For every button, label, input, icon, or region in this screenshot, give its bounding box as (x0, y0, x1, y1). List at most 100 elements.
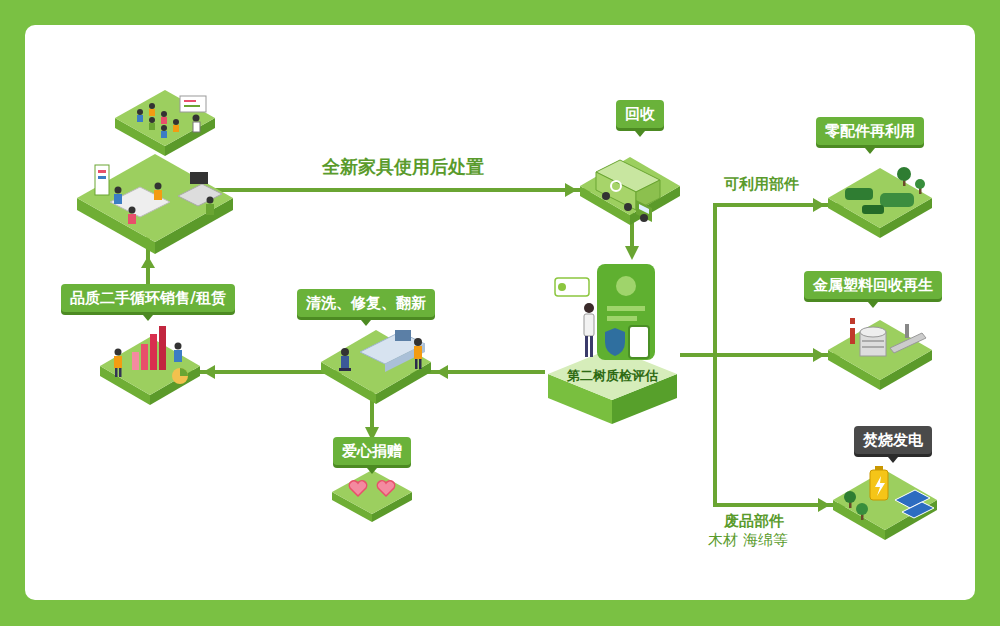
platform-art (616, 276, 636, 296)
power-generation (902, 502, 934, 518)
office-platform (77, 154, 233, 242)
training-room (193, 115, 200, 122)
label-text: 品质二手循环销售/租赁 (70, 288, 225, 308)
platform-art (555, 278, 589, 296)
truck-platform (580, 157, 680, 225)
stage-label: 品质二手循环销售/租赁 (61, 284, 234, 312)
stage-label: 焚烧发电 (854, 426, 932, 454)
arrow-head (436, 365, 448, 379)
sales-chart (114, 356, 122, 368)
office-scene (98, 176, 106, 179)
stage-label: 清洗、修复、翻新 (297, 289, 435, 317)
training-room (161, 125, 167, 131)
office-scene (206, 204, 214, 215)
arrow-head (141, 183, 830, 512)
training-room (137, 96, 206, 138)
office-scene (114, 194, 122, 204)
donation-platform (332, 470, 412, 522)
workshop-platform (321, 330, 431, 404)
power-platform (833, 470, 937, 540)
platform-art (629, 326, 649, 358)
training-room (173, 125, 179, 132)
repair-workshop (414, 346, 422, 359)
note-label: 木材 海绵等 (706, 531, 790, 549)
arrow-head (203, 365, 215, 379)
arrow-head (813, 198, 825, 212)
label-text: 清洗、修复、翻新 (306, 293, 426, 313)
platform-art (558, 283, 566, 291)
parts-reuse (915, 179, 925, 189)
recycling-truck (602, 192, 610, 200)
sales-chart (172, 368, 188, 384)
power-generation (844, 491, 856, 503)
repair-workshop (395, 330, 411, 341)
label-text: 回收 (625, 104, 655, 124)
recycling-platform (828, 320, 932, 380)
inspection-platform-art (545, 256, 680, 428)
sales-chart (159, 326, 166, 370)
office-scene (178, 184, 222, 206)
training-room (149, 123, 155, 130)
truck-platform (580, 157, 680, 215)
training-room (193, 122, 200, 132)
stage-label: 爱心捐赠 (333, 437, 411, 465)
recycling-factory (850, 318, 926, 356)
label-text: 金属塑料回收再生 (813, 275, 933, 295)
office-scene (154, 190, 162, 200)
parts-reuse (845, 188, 873, 200)
sales-chart (115, 368, 118, 377)
recycling-factory (862, 346, 884, 348)
power-generation (870, 470, 888, 500)
office-scene (129, 207, 136, 214)
recycling-truck (611, 181, 621, 191)
recycling-factory (850, 324, 855, 328)
recycling-factory (862, 340, 884, 342)
label-text: 零配件再利用 (825, 121, 915, 141)
office-platform (115, 90, 215, 146)
arrow-head (818, 498, 830, 512)
donation-platform (332, 470, 412, 514)
sales-chart (132, 352, 139, 370)
recycling-truck (624, 203, 632, 211)
ground-patch (128, 118, 910, 480)
repair-workshop (385, 344, 425, 372)
sales-chart (119, 368, 122, 377)
stage-label: 金属塑料回收再生 (804, 271, 942, 299)
training-room (184, 100, 196, 102)
recycling-factory (860, 327, 886, 337)
flow-arrow (680, 145, 870, 355)
repair-workshop (341, 356, 349, 368)
training-room (161, 117, 167, 124)
power-generation (856, 503, 868, 515)
parts-reuse (880, 193, 914, 207)
arrow-head (565, 183, 577, 197)
office-scene (110, 187, 170, 217)
platform-art (597, 264, 655, 360)
office-scene (190, 172, 208, 184)
power-generation (844, 466, 934, 520)
edge-label: 废品部件 (722, 512, 786, 530)
edge-label: 可利用部件 (722, 175, 801, 193)
repair-workshop (419, 359, 422, 369)
donation-hearts (377, 481, 394, 496)
recycling-truck (596, 160, 660, 222)
flow-arrow (148, 128, 630, 284)
sales-chart (141, 344, 148, 370)
platform-art (584, 303, 594, 313)
recycling-truck (596, 172, 636, 210)
sales-chart (175, 343, 182, 350)
training-room (173, 119, 179, 125)
power-platform (833, 470, 937, 530)
training-room (149, 109, 155, 116)
platform-art (590, 336, 593, 357)
recycling-factory (905, 324, 909, 338)
arrow-head (813, 348, 825, 362)
office-scene (95, 165, 109, 195)
training-room (184, 105, 200, 107)
inspection-platform: 第二树质检评估 (545, 256, 680, 428)
platform-art (585, 336, 588, 357)
sales-chart (115, 349, 122, 356)
repair-workshop (339, 330, 425, 372)
